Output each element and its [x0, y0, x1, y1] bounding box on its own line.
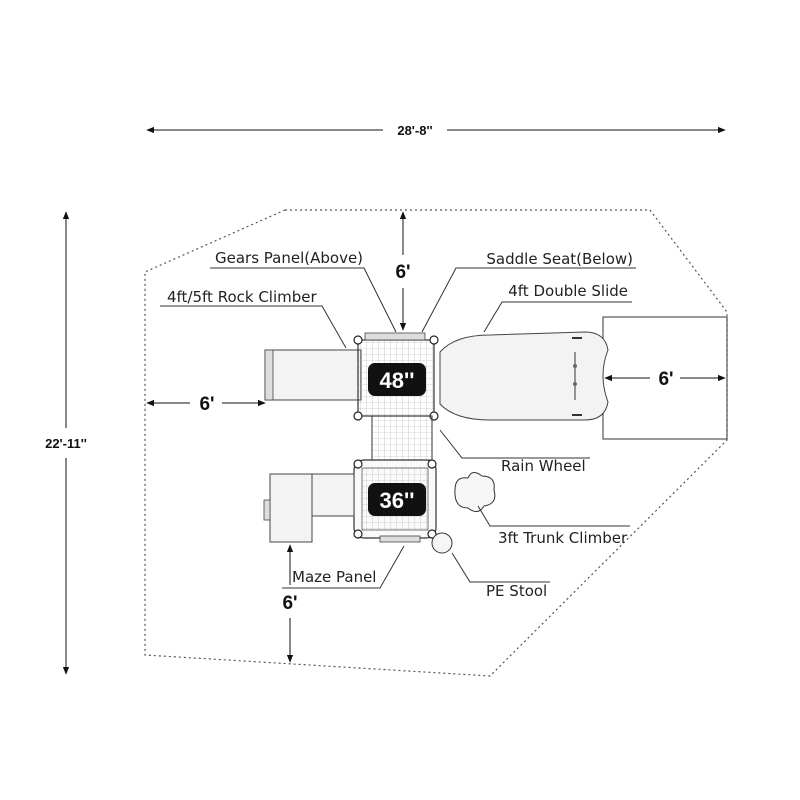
top-clearance-text: 6' [395, 262, 410, 283]
upper-deck: 48'' [353, 332, 439, 421]
gears-panel-label: Gears Panel(Above) [215, 249, 363, 267]
double-slide-label: 4ft Double Slide [508, 282, 628, 300]
deck-connector [371, 415, 433, 461]
rain-wheel-label: Rain Wheel [501, 457, 586, 475]
rock-climber-label: 4ft/5ft Rock Climber [167, 288, 318, 306]
overall-depth-dimension: 22'-11'' [45, 211, 87, 675]
overall-depth-text: 22'-11'' [45, 436, 87, 451]
saddle-seat-label: Saddle Seat(Below) [486, 250, 633, 268]
overall-width-text: 28'-8'' [397, 123, 432, 138]
trunk-climber [454, 472, 496, 512]
upper-deck-height-badge [368, 363, 426, 396]
double-slide [439, 331, 609, 421]
overall-width-dimension: 28'-8'' [146, 123, 726, 138]
leader-lines [160, 267, 636, 589]
lower-deck-height-text: 36'' [380, 488, 415, 513]
left-crawl-structure [263, 473, 355, 543]
left-clearance-text: 6' [199, 394, 214, 415]
bottom-clearance-dimension: 6' [282, 544, 298, 663]
left-clearance-dimension: 6' [146, 394, 266, 415]
rock-climber [264, 349, 362, 401]
pe-stool [431, 532, 453, 554]
use-zone-boundary [144, 209, 728, 677]
lower-deck: 36'' [353, 459, 437, 543]
right-clearance-text: 6' [658, 369, 673, 390]
lower-deck-height-badge [368, 483, 426, 516]
pe-stool-label: PE Stool [486, 582, 547, 600]
maze-panel-label: Maze Panel [292, 568, 376, 586]
trunk-climber-label: 3ft Trunk Climber [498, 529, 628, 547]
upper-deck-height-text: 48'' [380, 368, 415, 393]
right-clearance-dimension: 6' [604, 369, 726, 390]
top-clearance-dimension: 6' [395, 211, 411, 331]
bottom-clearance-text: 6' [282, 593, 297, 614]
